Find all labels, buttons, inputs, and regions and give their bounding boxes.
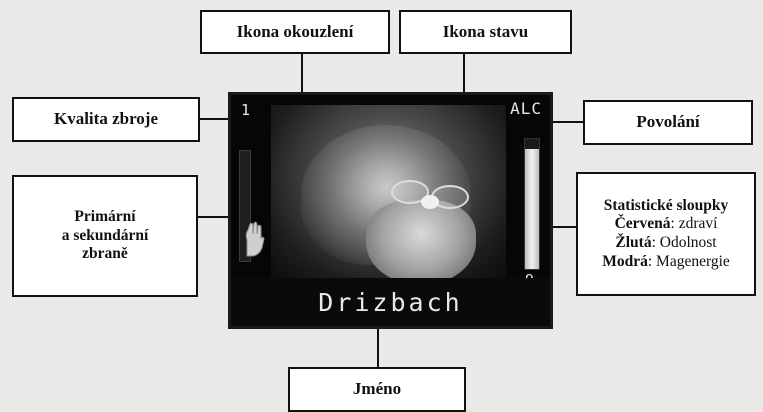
stat-blue-line: Modrá: Magenergie xyxy=(602,253,730,272)
character-name[interactable]: Drizbach xyxy=(318,287,463,317)
enchantment-icon-text: Ikona okouzlení xyxy=(236,21,354,41)
connector-stats xyxy=(550,226,578,228)
stat-yellow-key: Žlutá xyxy=(615,234,652,251)
armor-quality-text: Kvalita zbroje xyxy=(53,109,159,129)
stat-blue-value: : Magenergie xyxy=(647,252,730,270)
portrait-beard xyxy=(366,200,476,285)
class-abbreviation: ALC xyxy=(510,99,542,118)
stat-bar-fill xyxy=(525,149,539,269)
hand-icon[interactable] xyxy=(243,220,265,258)
weapons-label: Primární a sekundární zbraně xyxy=(12,175,198,297)
weapons-line-3: zbraně xyxy=(82,245,128,263)
stat-bars-label: Statistické sloupky Červená: zdraví Žlut… xyxy=(576,172,756,296)
connector-name xyxy=(377,326,379,370)
status-icon-label: Ikona stavu xyxy=(399,10,572,54)
stat-bars-title: Statistické sloupky xyxy=(603,196,729,214)
weapons-line-2: a sekundární xyxy=(61,226,149,244)
connector-status xyxy=(463,52,465,95)
profession-label: Povolání xyxy=(583,100,753,145)
portrait-image xyxy=(271,105,506,285)
stat-yellow-value: : Odolnost xyxy=(651,234,717,251)
character-portrait[interactable]: 1 ALC 9 Drizbach xyxy=(228,92,553,329)
armor-quality-value: 1 xyxy=(241,101,251,119)
stat-red-key: Červená xyxy=(614,215,671,233)
stat-bar xyxy=(524,138,540,270)
stat-red-line: Červená: zdraví xyxy=(602,215,730,234)
armor-quality-label: Kvalita zbroje xyxy=(12,97,200,142)
portrait-nose xyxy=(421,195,439,209)
nameplate: Drizbach xyxy=(231,278,550,326)
enchantment-icon-label: Ikona okouzlení xyxy=(200,10,390,54)
status-icon-text: Ikona stavu xyxy=(442,21,529,41)
name-label: Jméno xyxy=(288,367,466,412)
stat-red-value: : zdraví xyxy=(670,215,718,233)
connector-armor xyxy=(198,118,232,120)
stat-yellow-line: Žlutá: Odolnost xyxy=(602,234,730,253)
stat-blue-key: Modrá xyxy=(602,252,648,270)
connector-weapons xyxy=(196,216,232,218)
connector-profession xyxy=(550,121,585,123)
name-text: Jméno xyxy=(352,379,402,399)
connector-enchantment xyxy=(301,52,303,95)
weapons-line-1: Primární xyxy=(74,208,136,226)
profession-text: Povolání xyxy=(636,112,700,132)
